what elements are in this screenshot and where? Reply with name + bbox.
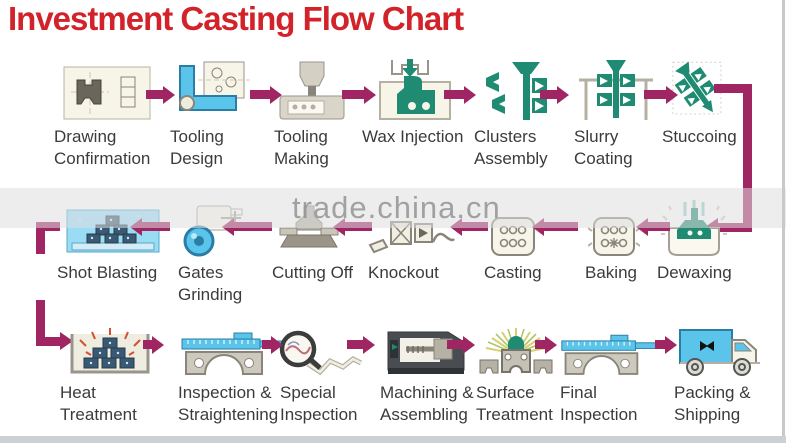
- machining-assembling-icon: [378, 318, 474, 378]
- arrow-right-icon: [540, 90, 557, 99]
- packing-shipping-icon: [672, 318, 767, 378]
- arrow-right-icon: [347, 340, 363, 349]
- arrow-right-icon: [262, 340, 271, 349]
- slurry-coating-icon: [572, 56, 660, 122]
- arrow-right-icon: [60, 332, 73, 350]
- step-label: Baking: [585, 263, 637, 282]
- step-stuccoing: Stuccoing: [660, 56, 737, 148]
- arrow-right-icon: [444, 90, 464, 99]
- step-packing-shipping: Packing &Shipping: [672, 318, 767, 426]
- step-machining-assembling: Machining &Assembling: [378, 318, 474, 426]
- connector-left-elbow: [36, 300, 45, 346]
- step-label: Inspection &Straightening: [178, 383, 279, 424]
- arrow-right-icon: [535, 340, 545, 349]
- connector-right-elbow: [714, 84, 752, 93]
- step-inspection-straightening: Inspection &Straightening: [176, 318, 288, 426]
- wax-injection-icon: [360, 56, 470, 122]
- watermark-text: trade.china.cn: [292, 190, 501, 225]
- step-label: Wax Injection: [362, 127, 464, 146]
- connector-right-elbow: [743, 84, 752, 232]
- clusters-assembly-icon: [472, 56, 564, 122]
- step-label: Knockout: [368, 263, 439, 282]
- page-title: Investment Casting Flow Chart: [8, 0, 464, 37]
- arrow-right-icon: [644, 90, 666, 99]
- arrow-right-icon: [342, 90, 364, 99]
- arrow-right-icon: [655, 340, 665, 349]
- arrow-right-icon: [143, 340, 152, 349]
- tooling-design-icon: [168, 56, 260, 122]
- step-label: Machining &Assembling: [380, 383, 474, 424]
- step-label: Packing &Shipping: [674, 383, 751, 424]
- step-label: Shot Blasting: [57, 263, 158, 282]
- arrow-right-icon: [250, 90, 270, 99]
- final-inspection-icon: [558, 318, 660, 378]
- stuccoing-icon: [660, 56, 732, 122]
- arrow-right-icon: [447, 340, 463, 349]
- step-label: Casting: [484, 263, 542, 282]
- surface-treatment-icon: [474, 318, 558, 378]
- step-wax-injection: Wax Injection: [360, 56, 470, 148]
- tooling-making-icon: [272, 56, 354, 122]
- image-bottom-border: [0, 436, 786, 443]
- arrow-right-icon: [146, 90, 163, 99]
- heat-treatment-icon: [58, 318, 162, 378]
- step-label: Stuccoing: [662, 127, 737, 146]
- drawing-confirmation-icon: [52, 56, 164, 122]
- connector-left-elbow: [36, 222, 45, 254]
- watermark-band: [0, 188, 786, 228]
- connector-left-elbow: [36, 337, 60, 346]
- step-label: Cutting Off: [272, 263, 353, 282]
- step-label: Dewaxing: [657, 263, 732, 282]
- image-right-border: [782, 0, 785, 443]
